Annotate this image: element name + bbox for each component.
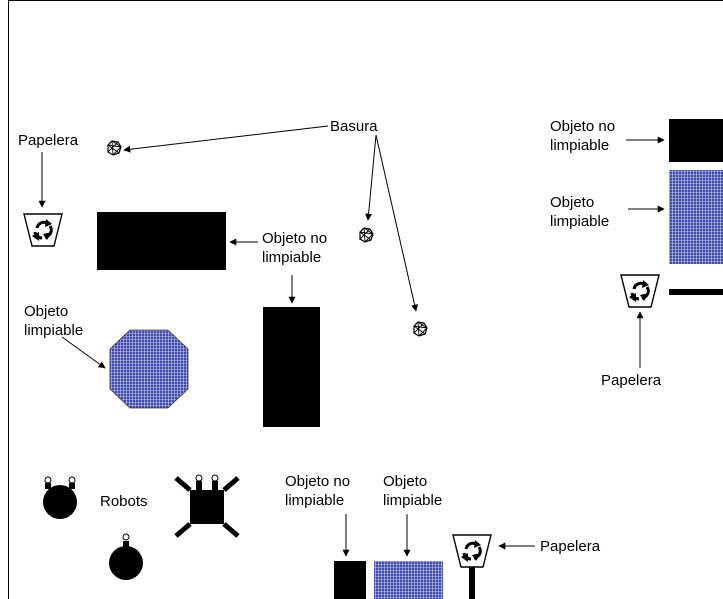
trash-debris-icon	[107, 140, 122, 156]
non-cleanable-object-right	[669, 119, 723, 162]
arrow-basura-2	[365, 134, 377, 221]
wall-segment-bottom	[469, 567, 475, 599]
label-robots: Robots	[100, 493, 148, 510]
label-objeto-limpiable-right-line1: Objeto	[550, 194, 594, 211]
label-objeto-no-limpiable-bottom-line1: Objeto no	[285, 473, 350, 490]
label-objeto-limpiable-bottom-line1: Objeto	[383, 473, 427, 490]
trash-debris-icon	[413, 321, 428, 337]
label-objeto-limpiable-left-line1: Objeto	[24, 303, 68, 320]
label-objeto-no-limpiable-center-line1: Objeto no	[262, 230, 327, 247]
label-objeto-no-limpiable-right-line2: limpiable	[550, 137, 609, 154]
label-objeto-no-limpiable-bottom-line2: limpiable	[285, 492, 344, 509]
recycle-bin-icon	[451, 533, 493, 569]
round-robot-icon	[109, 533, 143, 580]
recycle-bin-icon	[22, 212, 64, 248]
cleanable-object-bottom	[374, 561, 443, 599]
arrow-basura-3	[375, 134, 419, 312]
cleanable-object-octagon	[109, 329, 189, 409]
recycle-bin-icon	[619, 273, 661, 309]
label-basura: Basura	[330, 118, 378, 135]
trash-debris-icon	[359, 227, 374, 243]
label-objeto-no-limpiable-right-line1: Objeto no	[550, 118, 615, 135]
label-papelera-right: Papelera	[601, 372, 662, 389]
cleanable-object-right	[669, 170, 723, 264]
non-cleanable-object-vertical	[263, 307, 320, 427]
arrow-basura-1	[123, 125, 329, 153]
label-objeto-no-limpiable-center-line2: limpiable	[262, 249, 321, 266]
non-cleanable-object-bottom	[334, 561, 366, 599]
label-papelera-top-left: Papelera	[18, 132, 79, 149]
non-cleanable-object-horizontal	[97, 212, 226, 270]
label-objeto-limpiable-right-line2: limpiable	[550, 213, 609, 230]
label-objeto-limpiable-bottom-line2: limpiable	[383, 492, 442, 509]
label-objeto-limpiable-left-line2: limpiable	[24, 322, 83, 339]
round-robot-icon	[43, 476, 77, 519]
diagram-border	[8, 0, 723, 599]
wall-segment-right	[669, 289, 723, 295]
label-papelera-bottom: Papelera	[540, 538, 601, 555]
arrow-objeto-limpiable-left	[61, 336, 106, 369]
square-robot-icon	[174, 474, 240, 538]
